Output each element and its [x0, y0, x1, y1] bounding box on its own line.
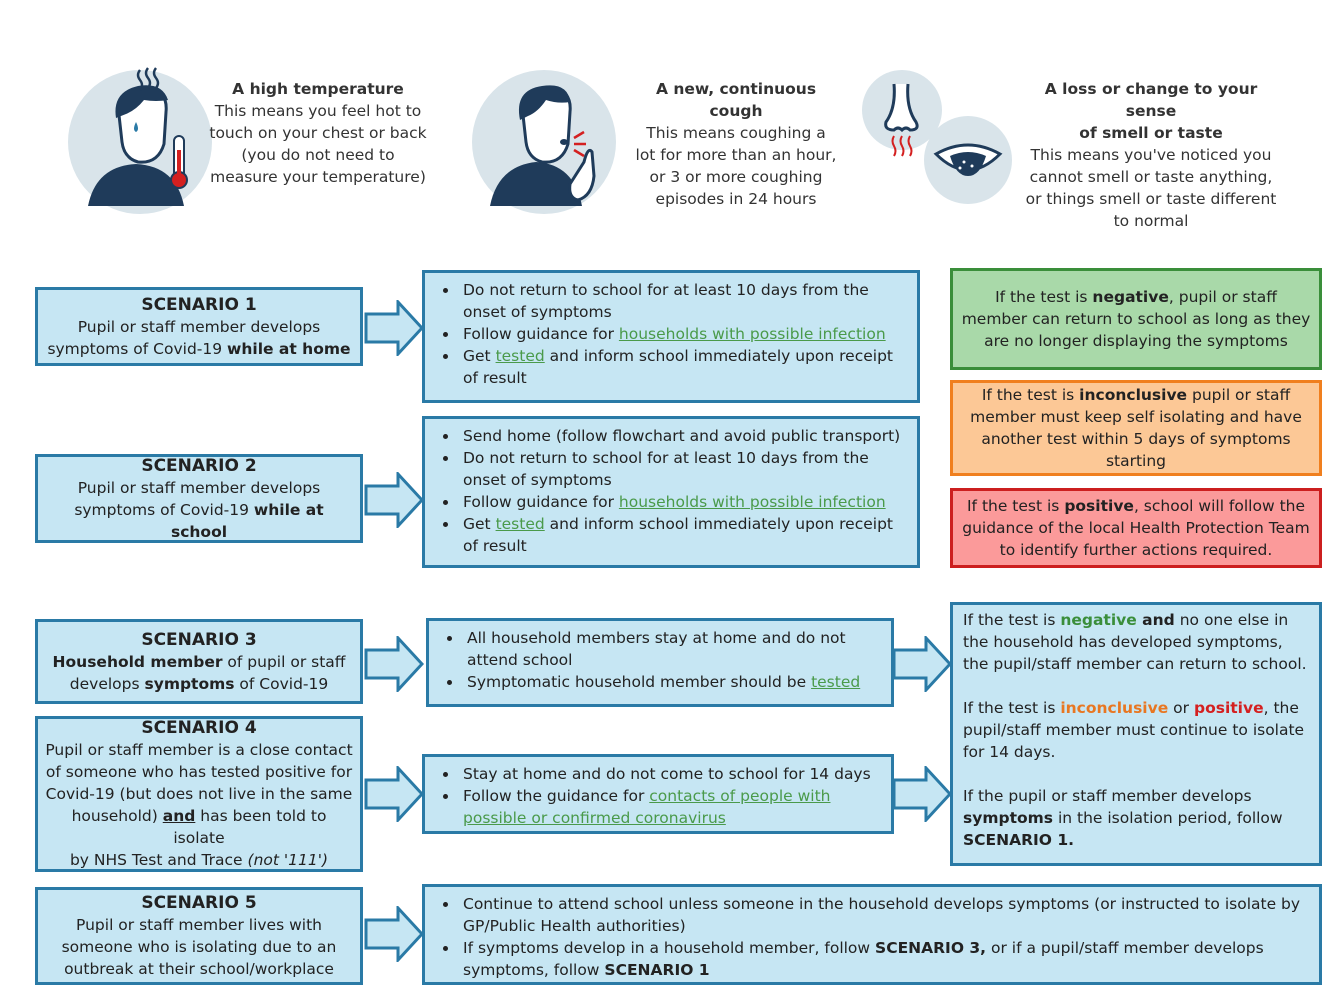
- scenario-desc: Pupil or staff member lives with: [76, 916, 322, 934]
- scenario-desc: of someone who has tested positive for: [45, 763, 353, 781]
- result-inconclusive-positive-text: If the test is inconclusive or positive,…: [963, 699, 1305, 761]
- result-symptoms-text: If the pupil or staff member develops sy…: [963, 787, 1283, 849]
- action-item: Continue to attend school unless someone…: [459, 893, 1311, 937]
- result-negative-box: If the test is negative, pupil or staff …: [950, 268, 1322, 370]
- symptom-line: measure your temperature): [210, 168, 426, 186]
- symptom-cough-text: A new, continuous cough This means cough…: [628, 78, 844, 210]
- scenario-5-box: SCENARIO 5 Pupil or staff member lives w…: [35, 887, 363, 985]
- arrow-right-icon: [364, 300, 424, 356]
- scenario-desc: symptoms of Covid-19 while at home: [47, 339, 351, 358]
- scenario-3-actions: All household members stay at home and d…: [426, 618, 894, 707]
- scenario-2-actions: Send home (follow flowchart and avoid pu…: [422, 416, 920, 568]
- action-item: Symptomatic household member should be t…: [463, 671, 883, 693]
- scenario-desc: outbreak at their school/workplace: [64, 960, 334, 978]
- scenario-1-box: SCENARIO 1 Pupil or staff member develop…: [35, 287, 363, 366]
- action-item: If symptoms develop in a household membe…: [459, 937, 1311, 981]
- scenario-title: SCENARIO 4: [141, 718, 257, 738]
- scenario-desc: Pupil or staff member develops: [77, 478, 321, 497]
- symptom-line: cannot smell or taste anything,: [1029, 168, 1273, 186]
- action-item: Follow guidance for households with poss…: [459, 323, 909, 345]
- symptom-title: of smell or taste: [1079, 124, 1223, 142]
- scenario-1-actions: Do not return to school for at least 10 …: [422, 270, 920, 403]
- result-positive-box: If the test is positive, school will fol…: [950, 488, 1322, 568]
- symptom-title: A loss or change to your sense: [1044, 80, 1258, 120]
- scenario-title: SCENARIO 3: [141, 629, 257, 650]
- symptom-line: (you do not need to: [241, 146, 395, 164]
- action-item: Follow guidance for households with poss…: [459, 491, 909, 513]
- symptom-line: or things smell or taste different: [1025, 190, 1277, 208]
- scenario-desc: develops symptoms of Covid-19: [69, 674, 329, 693]
- symptom-line: or 3 or more coughing: [649, 168, 823, 186]
- result-inconclusive-box: If the test is inconclusive pupil or sta…: [950, 380, 1322, 476]
- symptom-cough: A new, continuous cough This means cough…: [470, 64, 840, 214]
- tested-link[interactable]: tested: [811, 673, 861, 691]
- symptom-fever-text: A high temperature This means you feel h…: [208, 78, 428, 188]
- scenario-4-box: SCENARIO 4 Pupil or staff member is a cl…: [35, 716, 363, 872]
- fever-person-icon: [68, 67, 212, 214]
- scenario-title: SCENARIO 2: [141, 455, 257, 476]
- arrow-right-icon: [364, 766, 424, 822]
- nose-and-tongue-icon: [862, 70, 1012, 204]
- action-item: Send home (follow flowchart and avoid pu…: [459, 425, 909, 447]
- action-item: Get tested and inform school immediately…: [459, 513, 909, 557]
- action-item: Follow the guidance for contacts of peop…: [459, 785, 883, 829]
- households-guidance-link[interactable]: households with possible infection: [618, 325, 886, 343]
- coughing-person-icon: [472, 70, 616, 214]
- action-item: Stay at home and do not come to school f…: [459, 763, 883, 785]
- scenario-5-actions: Continue to attend school unless someone…: [422, 884, 1322, 985]
- scenario-4-actions: Stay at home and do not come to school f…: [422, 754, 894, 834]
- arrow-right-icon: [892, 636, 952, 692]
- scenario-desc: Pupil or staff member develops: [77, 317, 321, 336]
- scenario-desc: symptoms of Covid-19 while at school: [74, 500, 324, 541]
- action-item: Get tested and inform school immediately…: [459, 345, 909, 389]
- symptom-line: touch on your chest or back: [209, 124, 427, 142]
- scenario-desc: someone who is isolating due to an: [61, 938, 337, 956]
- scenario-desc: by NHS Test and Trace (not '111'): [69, 851, 329, 869]
- scenario-title: SCENARIO 5: [141, 893, 257, 913]
- result-negative-text: If the test is negative and no one else …: [963, 611, 1307, 673]
- action-item: All household members stay at home and d…: [463, 627, 883, 671]
- results-scenario-3-4-box: If the test is negative and no one else …: [950, 602, 1322, 866]
- symptom-line: This means you feel hot to: [214, 102, 422, 120]
- arrow-right-icon: [364, 906, 424, 962]
- symptom-line: This means you've noticed you: [1030, 146, 1272, 164]
- contacts-guidance-link[interactable]: contacts of people with possible or conf…: [463, 787, 831, 827]
- scenario-2-box: SCENARIO 2 Pupil or staff member develop…: [35, 454, 363, 543]
- symptom-line: lot for more than an hour,: [635, 146, 837, 164]
- symptom-smell-taste: A loss or change to your sense of smell …: [860, 64, 1290, 230]
- symptom-smell-text: A loss or change to your sense of smell …: [1020, 78, 1282, 232]
- symptom-line: episodes in 24 hours: [655, 190, 817, 208]
- arrow-right-icon: [892, 766, 952, 822]
- action-item: Do not return to school for at least 10 …: [459, 447, 909, 491]
- action-item: Do not return to school for at least 10 …: [459, 279, 909, 323]
- symptom-fever: A high temperature This means you feel h…: [66, 64, 436, 214]
- tested-link[interactable]: tested: [495, 347, 545, 365]
- symptom-title: A new, continuous: [655, 80, 817, 98]
- arrow-right-icon: [364, 472, 424, 528]
- result-positive-text: If the test is positive, school will fol…: [962, 497, 1310, 559]
- scenario-3-box: SCENARIO 3 Household member of pupil or …: [35, 619, 363, 704]
- result-negative-text: If the test is negative, pupil or staff …: [961, 288, 1311, 350]
- scenario-desc: household) and has been told to isolate: [71, 807, 327, 847]
- scenario-desc: Covid-19 (but does not live in the same: [45, 785, 353, 803]
- symptom-line: to normal: [1113, 212, 1189, 230]
- households-guidance-link[interactable]: households with possible infection: [618, 493, 886, 511]
- symptom-line: This means coughing a: [646, 124, 826, 142]
- arrow-right-icon: [364, 636, 424, 692]
- result-inconclusive-text: If the test is inconclusive pupil or sta…: [970, 386, 1302, 470]
- tested-link[interactable]: tested: [495, 515, 545, 533]
- scenario-title: SCENARIO 1: [141, 294, 257, 315]
- scenario-desc: Pupil or staff member is a close contact: [45, 741, 353, 759]
- scenario-desc: Household member of pupil or staff: [52, 652, 346, 671]
- symptom-title: A high temperature: [232, 80, 404, 98]
- symptom-title: cough: [709, 102, 763, 120]
